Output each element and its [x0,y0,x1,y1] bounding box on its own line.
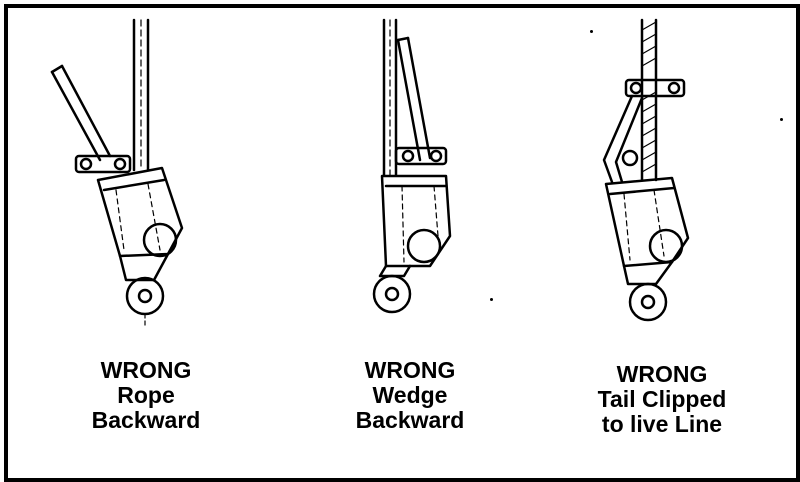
caption-line-1: WRONG [616,361,708,387]
socket-rope-backward [50,18,184,327]
caption-line-3: Backward [355,407,465,433]
caption-line-1: WRONG [100,357,192,383]
speck [590,30,593,33]
speck [490,298,493,301]
speck [780,118,783,121]
diagram-frame [4,4,800,482]
caption-line-2: Tail Clipped [597,386,727,412]
caption-line-1: WRONG [364,357,456,383]
caption-tail-clipped: WRONG Tail Clipped to live Line [552,362,772,437]
socket-tail-clipped [602,18,690,322]
socket-wedge-backward [372,18,452,314]
caption-wedge-backward: WRONG Wedge Backward [300,358,520,433]
caption-line-3: to live Line [601,411,723,437]
caption-line-2: Rope [117,382,175,408]
caption-line-2: Wedge [372,382,448,408]
caption-line-3: Backward [91,407,201,433]
caption-rope-backward: WRONG Rope Backward [36,358,256,433]
